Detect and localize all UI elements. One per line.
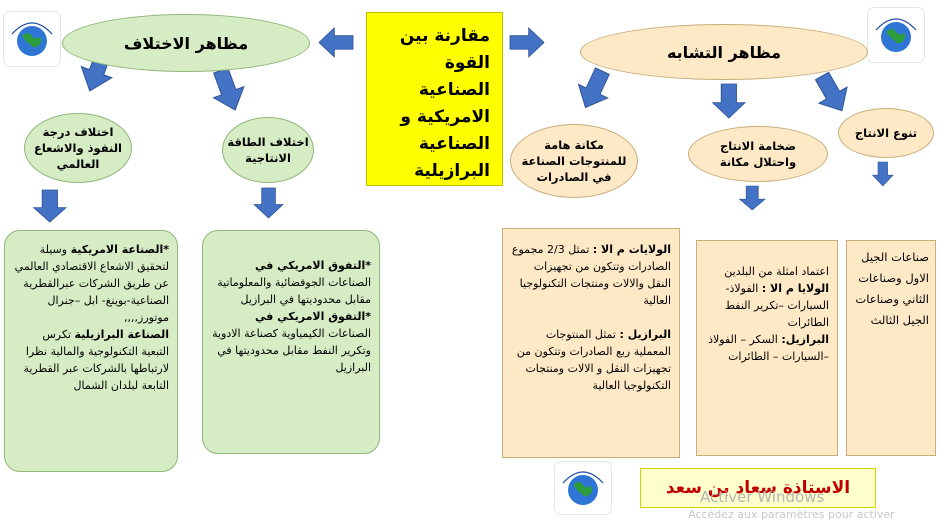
- arrow-sim-to-volume: [712, 83, 746, 119]
- branch-exports: مكانة هامة للمنتوجات الصناعة في الصادرات: [510, 124, 638, 198]
- globe-logo-icon: [875, 18, 917, 52]
- branch-volume-title: ضخامة الانتاج واحتلال مكانة: [719, 139, 797, 169]
- difference-title: مظاهر الاختلاف: [123, 33, 249, 53]
- arrow-sim-to-exports: [570, 63, 618, 115]
- arrow-to-difference: [318, 27, 354, 58]
- similarity-ellipse: مظاهر التشابه: [580, 24, 868, 80]
- box-influence: *الصناعة الامريكية وسيلة لتحقيق الاشعاع …: [4, 230, 178, 472]
- box-diversity: صناعات الجيل الاول وصناعات الثاني وصناعا…: [846, 240, 936, 456]
- center-title-box: مقارنة بين القوة الصناعية الامريكية و ال…: [366, 12, 503, 186]
- arrow-to-similarity: [509, 27, 545, 58]
- box-volume: اعتماد امثلة من البلدين الولايا م الا : …: [696, 240, 838, 456]
- box-exports: الولايات م الا : تمثل 2/3 مجموع الصادرات…: [502, 228, 680, 458]
- branch-influence: اختلاف درجة النفوذ والاشعاع العالمي: [24, 113, 132, 183]
- branch-influence-title: اختلاف درجة النفوذ والاشعاع العالمي: [34, 125, 122, 171]
- center-title: مقارنة بين القوة الصناعية الامريكية و ال…: [399, 26, 490, 181]
- branch-production: اختلاف الطاقة الانتاجية: [222, 117, 314, 183]
- arrow-production-down: [253, 187, 284, 219]
- branch-volume: ضخامة الانتاج واحتلال مكانة: [688, 126, 828, 182]
- difference-ellipse: مظاهر الاختلاف: [62, 14, 310, 72]
- branch-production-title: اختلاف الطاقة الانتاجية: [227, 135, 309, 165]
- branch-exports-title: مكانة هامة للمنتوجات الصناعة في الصادرات: [521, 138, 627, 184]
- branch-diversity-title: تنوع الانتاج: [854, 126, 918, 140]
- activation-watermark: Activer Windows: [700, 488, 825, 506]
- globe-logo-icon: [562, 471, 604, 505]
- author-signature: الاستاذة سعاد بن سعد: [640, 468, 876, 508]
- logo-bottom: [555, 462, 611, 514]
- arrow-volume-down: [739, 185, 766, 211]
- globe-logo-icon: [11, 22, 53, 56]
- similarity-title: مظاهر التشابه: [666, 42, 782, 62]
- branch-diversity: تنوع الانتاج: [838, 108, 934, 158]
- arrow-sim-to-diversity: [807, 67, 857, 120]
- arrow-influence-down: [33, 189, 67, 223]
- box-production: *التفوق الامريكي في الصناعات الجوفضائية …: [202, 230, 380, 454]
- logo-top-left: [4, 12, 60, 66]
- activation-watermark-sub: Accédez aux paramètres pour activer: [688, 508, 895, 521]
- arrow-diff-to-production: [205, 64, 251, 117]
- arrow-diversity-down: [872, 161, 894, 187]
- logo-top-right: [868, 8, 924, 62]
